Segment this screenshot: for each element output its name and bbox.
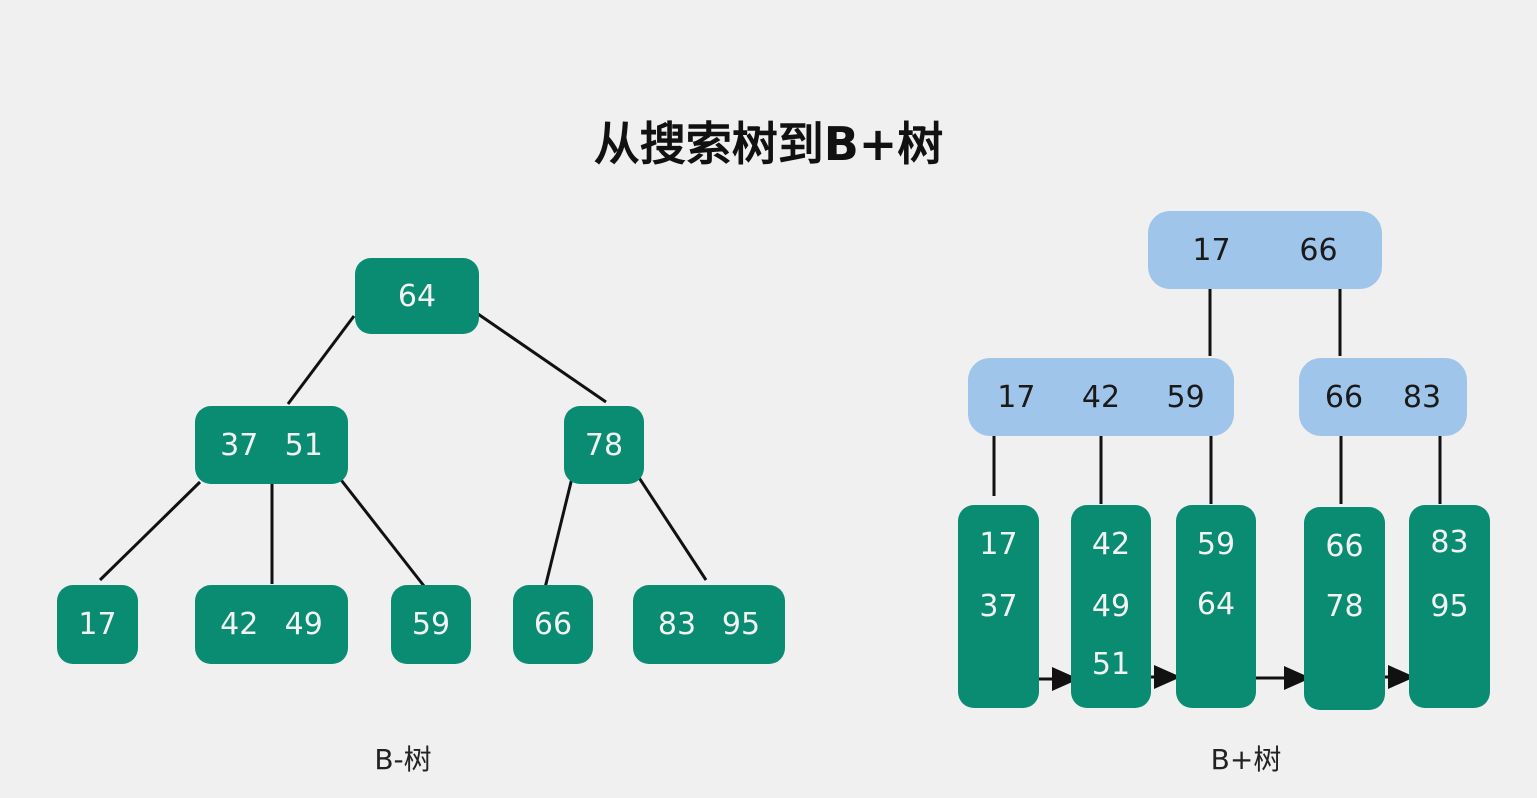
node-key: 64	[1196, 587, 1236, 622]
node-key: 37	[979, 589, 1018, 624]
node-key: 59	[1166, 379, 1205, 415]
bplus-tree-leaf-node: 42 49 51	[1071, 505, 1151, 708]
node-key: 59	[411, 607, 451, 642]
node-key: 95	[1430, 589, 1469, 624]
bplus-tree-leaf-node: 59 64	[1176, 505, 1256, 708]
b-tree-leaf-node: 42 49	[195, 585, 348, 664]
node-key: 42	[1081, 379, 1121, 415]
b-tree-internal-node: 37 51	[195, 406, 348, 484]
node-key: 66	[533, 607, 573, 642]
node-key: 66	[1325, 529, 1364, 564]
node-key: 49	[1091, 589, 1131, 624]
b-tree-caption: B-树	[374, 743, 432, 776]
node-key: 37	[220, 427, 259, 463]
diagram-title: 从搜索树到B+树	[593, 117, 944, 171]
node-key: 78	[1325, 589, 1364, 624]
bplus-tree-internal-node: 17 42 59	[968, 358, 1234, 436]
bplus-tree-leaf-node: 66 78	[1304, 507, 1385, 710]
b-edge	[542, 477, 574, 593]
node-key: 17	[1192, 232, 1231, 268]
node-key: 51	[1091, 647, 1131, 682]
bplus-tree-root-node: 17 66	[1148, 211, 1382, 289]
node-key: 42	[1091, 527, 1131, 562]
b-edge	[286, 315, 356, 405]
b-tree-leaf-node: 59	[391, 585, 471, 664]
node-key: 83	[1402, 379, 1442, 415]
b-tree-leaf-node: 17	[57, 585, 138, 664]
b-edge	[632, 469, 708, 581]
node-key: 17	[997, 379, 1036, 415]
node-key: 64	[397, 278, 437, 314]
bplus-tree-caption: B+树	[1210, 743, 1282, 776]
node-key: 17	[979, 527, 1018, 562]
b-edge	[477, 312, 607, 404]
b-tree-leaf-node: 83 95	[633, 585, 785, 664]
node-key: 59	[1196, 527, 1236, 562]
bplus-tree-leaf-node: 83 95	[1409, 505, 1490, 708]
node-key: 51	[284, 427, 323, 463]
b-edge	[98, 480, 202, 582]
node-key: 83	[1430, 525, 1469, 560]
node-key: 42	[220, 607, 259, 642]
node-key: 95	[721, 607, 761, 642]
node-key: 83	[657, 607, 697, 642]
bplus-tree-internal-node: 66 83	[1299, 358, 1467, 436]
node-key: 78	[584, 427, 624, 463]
node-key: 66	[1299, 232, 1338, 268]
b-tree-leaf-node: 66	[513, 585, 593, 664]
node-key: 49	[284, 607, 323, 642]
bplus-tree-leaf-node: 17 37	[958, 505, 1039, 708]
b-tree-root-node: 64	[355, 258, 479, 334]
b-edge	[336, 475, 426, 587]
node-key: 66	[1324, 379, 1364, 415]
b-tree-internal-node: 78	[564, 406, 644, 484]
node-key: 17	[78, 607, 117, 642]
